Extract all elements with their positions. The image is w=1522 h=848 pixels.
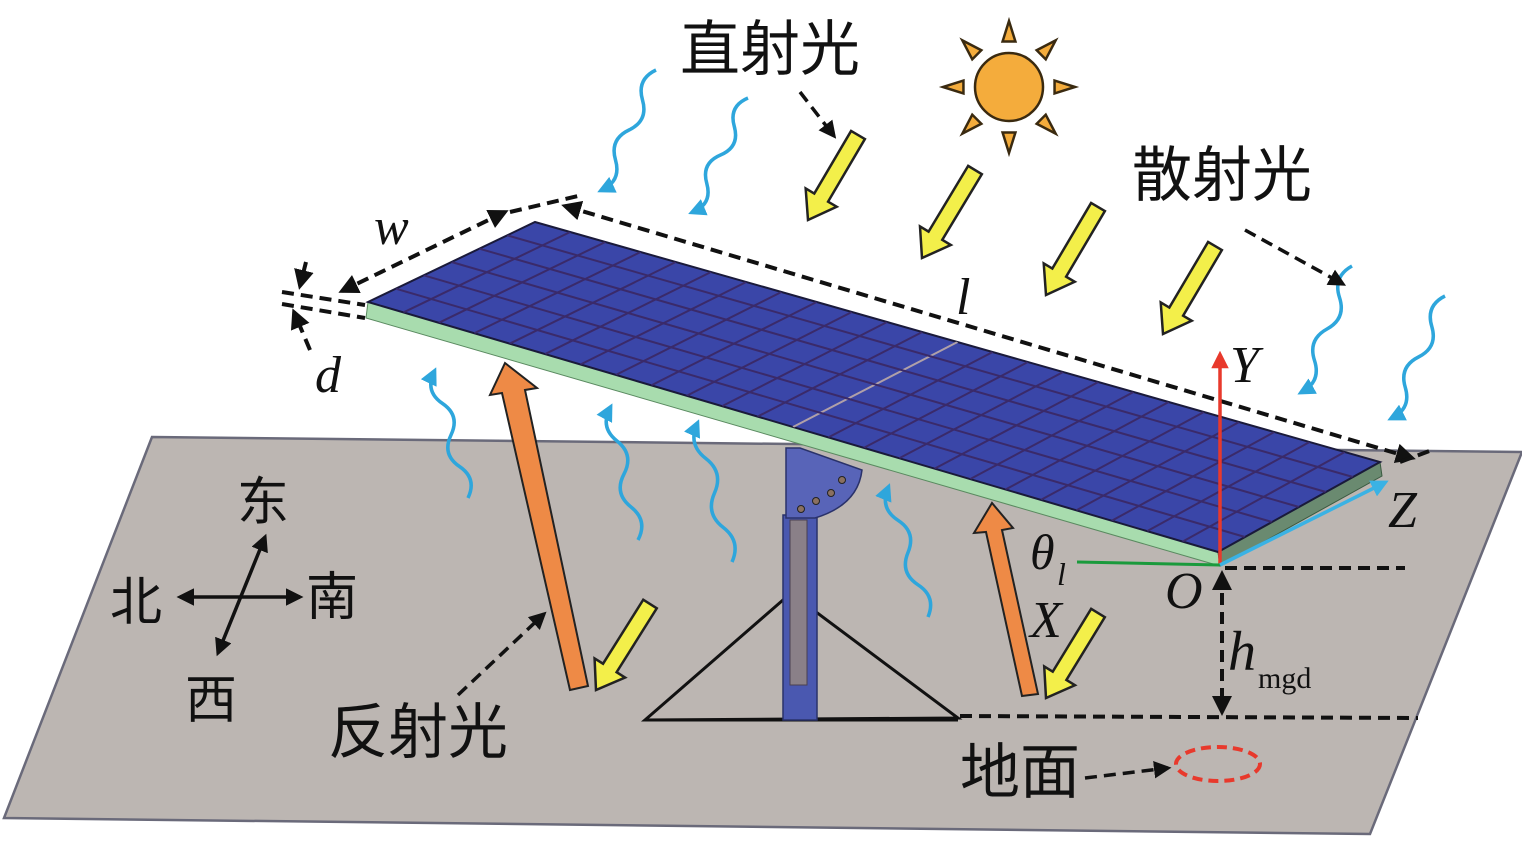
compass-north: 北 — [110, 573, 162, 633]
reflected-arrow — [488, 361, 590, 692]
sun-ray — [938, 78, 965, 96]
coordinate-axes — [1076, 350, 1389, 567]
y-axis-label: Y — [1230, 337, 1264, 394]
sun-ray — [1000, 16, 1018, 43]
ground-marker — [1174, 745, 1262, 783]
ground-label: 地面 — [960, 738, 1080, 808]
x-axis — [1076, 560, 1221, 567]
diffuse-light-wave — [1387, 294, 1446, 421]
support-stand — [640, 447, 963, 722]
sun-ray — [1034, 37, 1059, 62]
z-axis — [1219, 480, 1389, 567]
sun-ray — [959, 112, 984, 137]
diffuse-light-label: 散射光 — [1132, 141, 1312, 211]
reflected-light-label: 反射光 — [328, 698, 508, 768]
thickness-dimension — [294, 261, 314, 290]
diffuse-light-wave — [420, 367, 473, 499]
direct-light-arrow — [1042, 201, 1107, 297]
z-axis-label: Z — [1388, 482, 1418, 539]
sun-ray — [1053, 78, 1080, 96]
thickness-label: d — [315, 347, 342, 404]
length-dimension — [561, 200, 1416, 464]
tilt-angle-symbol: θ — [1030, 524, 1055, 580]
origin-label: O — [1165, 563, 1203, 620]
reflected-arrow — [972, 501, 1040, 698]
length-label: l — [956, 269, 970, 326]
diffuse-light-wave — [688, 96, 749, 216]
sun-ray — [1034, 112, 1059, 137]
diffuse-light-wave — [1297, 264, 1353, 395]
diffuse-light-wave — [597, 68, 657, 193]
sun-icon — [938, 16, 1080, 158]
diffuse-light-wave — [875, 483, 933, 618]
compass-west: 西 — [185, 671, 237, 731]
width-label: w — [374, 199, 409, 256]
x-axis-label: X — [1028, 592, 1064, 649]
direct-light-label: 直射光 — [680, 15, 860, 85]
compass-south: 南 — [306, 568, 358, 628]
compass — [176, 533, 304, 657]
direct-light-arrow — [918, 164, 984, 260]
direct-light-arrow — [1159, 240, 1224, 336]
height-subscript: mgd — [1258, 662, 1311, 695]
sun-ray — [1000, 131, 1018, 158]
dimension-lines — [281, 90, 1433, 780]
direct-light-arrow — [1042, 607, 1107, 700]
tilt-angle-subscript: l — [1057, 556, 1066, 592]
direct-light-arrow — [804, 129, 867, 222]
compass-east: 东 — [237, 473, 289, 533]
sun-ray — [959, 37, 984, 62]
height-symbol: h — [1228, 621, 1256, 683]
reflected-light-arrows — [488, 361, 1040, 698]
direct-light-arrow — [593, 598, 659, 692]
width-dimension — [338, 209, 509, 294]
